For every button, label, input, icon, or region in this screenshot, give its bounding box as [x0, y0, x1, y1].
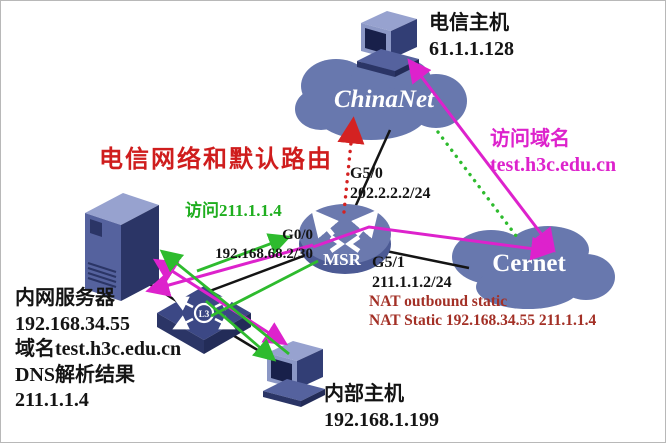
default-route-dotted-arrow: [337, 116, 365, 214]
access-domain-annotation: 访问域名 test.h3c.edu.cn: [490, 127, 616, 178]
interface-g00-label: G0/0 192.168.68.2/30: [201, 226, 313, 264]
interface-g50-label: G5/0 202.2.2.2/24: [350, 164, 430, 205]
cernet-label: Cernet: [492, 250, 566, 277]
flow-switch-router-green-a: [196, 233, 292, 273]
link-router-cernet: [380, 248, 470, 270]
server-line-2: 192.168.34.55: [15, 312, 130, 335]
intranet-server-label: 内网服务器 192.168.34.55 域名test.h3c.edu.cn DN…: [15, 286, 181, 414]
g00-addr: 192.168.68.2/30: [215, 246, 313, 263]
access-ip-annotation: 访问211.1.1.4: [185, 201, 282, 220]
flow-router-cernet: [312, 225, 555, 261]
telecom-host-name: 电信主机: [429, 12, 509, 34]
access-domain-value: test.h3c.edu.cn: [490, 153, 617, 176]
internal-host-icon: [263, 341, 325, 407]
nat-annotation: NAT outbound static NAT Static 192.168.3…: [369, 292, 596, 330]
flow-host-server-green: [159, 249, 290, 356]
g51-name: G5/1: [372, 254, 405, 271]
internal-host-name: 内部主机: [324, 383, 404, 405]
flow-host-cernet: [407, 58, 556, 253]
nat-line2: NAT Static 192.168.34.55 211.1.1.4: [369, 312, 597, 330]
telecom-host-label: 电信主机 61.1.1.128: [429, 11, 514, 62]
flow-switch-host-green: [205, 299, 277, 362]
telecom-host-ip: 61.1.1.128: [429, 37, 514, 60]
g51-addr: 211.1.1.2/24: [372, 274, 452, 292]
switch-l3-badge: L3: [199, 309, 210, 319]
chinanet-label: ChinaNet: [334, 86, 435, 113]
flow-switch-router-green-b: [210, 259, 319, 318]
flow-lines: [145, 58, 556, 362]
interface-g51-label: G5/1 211.1.1.2/24: [372, 253, 452, 294]
g50-addr: 202.2.2.2/24: [350, 185, 431, 203]
internal-host-ip: 192.168.1.199: [324, 408, 439, 431]
access-domain-title: 访问域名: [490, 128, 570, 150]
g50-name: G5/0: [350, 165, 383, 182]
intranet-server-icon: [85, 193, 159, 301]
server-line-5: 211.1.1.4: [15, 389, 89, 411]
server-line-4: DNS解析结果: [15, 363, 136, 386]
g00-name: G0/0: [282, 227, 313, 243]
flow-server-host-magenta: [152, 258, 289, 346]
chinanet-cernet-dotted-green: [436, 130, 519, 239]
server-line-3: 域名test.h3c.edu.cn: [15, 338, 182, 360]
nat-line1: NAT outbound static: [369, 293, 508, 310]
internal-host-label: 内部主机 192.168.1.199: [324, 382, 439, 433]
telecom-route-annotation: 电信网络和默认路由: [99, 147, 333, 173]
link-chinanet-router: [350, 129, 392, 215]
router-label: MSR: [323, 250, 362, 269]
msr-router-icon: MSR: [299, 204, 391, 274]
server-line-1: 内网服务器: [15, 287, 115, 309]
telecom-host-icon: [357, 11, 419, 77]
